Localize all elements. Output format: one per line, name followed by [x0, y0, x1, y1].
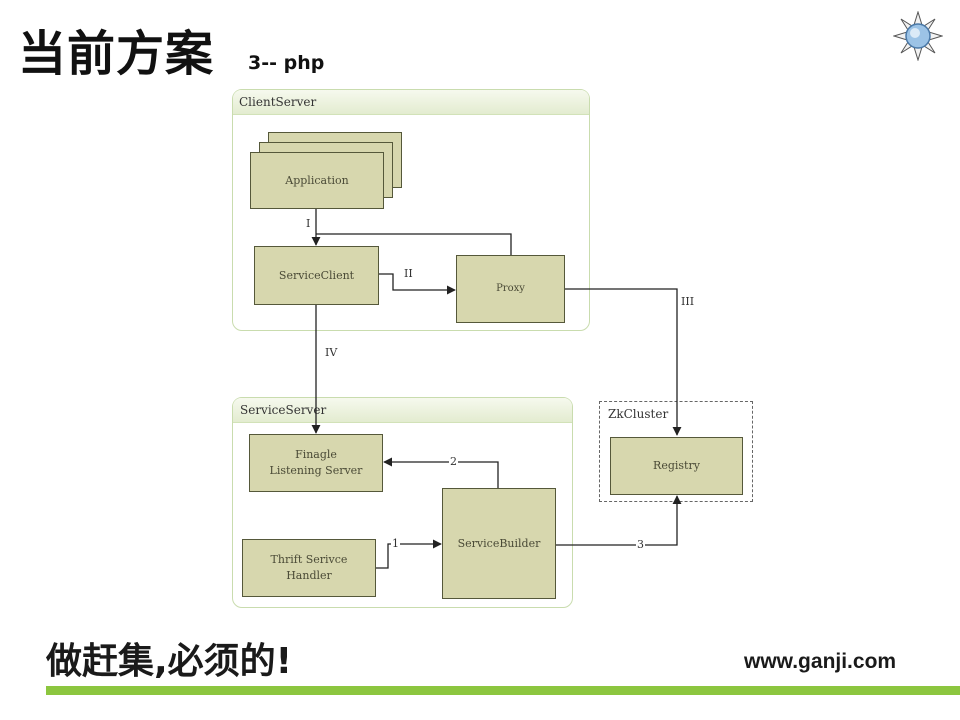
service-client-node: ServiceClient [254, 246, 379, 305]
edge-label-iv: IV [324, 346, 339, 359]
service-builder-node: ServiceBuilder [442, 488, 556, 599]
client-server-label: ClientServer [239, 95, 317, 109]
zk-cluster-label: ZkCluster [608, 407, 669, 421]
finagle-label-line2: Listening Server [269, 464, 363, 477]
thrift-label-line2: Handler [286, 569, 332, 582]
service-builder-label: ServiceBuilder [457, 536, 541, 550]
sun-logo-icon [893, 11, 943, 61]
slide-title: 当前方案 [18, 26, 215, 82]
edge-label-i: I [305, 217, 312, 230]
proxy-node: Proxy [456, 255, 565, 323]
service-server-label: ServiceServer [240, 403, 327, 417]
edge-label-ii: II [403, 267, 414, 280]
registry-label: Registry [653, 459, 700, 472]
footer-slogan: 做赶集,必须的! [46, 641, 293, 682]
thrift-handler-node: Thrift Serivce Handler [242, 539, 376, 597]
proxy-label: Proxy [496, 283, 525, 294]
thrift-label-line1: Thrift Serivce [270, 553, 348, 566]
application-label: Application [285, 173, 349, 187]
edge-label-2: 2 [449, 455, 458, 468]
finagle-label-line1: Finagle [295, 448, 337, 461]
finagle-node: Finagle Listening Server [249, 434, 383, 492]
edge-label-1: 1 [391, 537, 400, 550]
footer-url: www.ganji.com [744, 650, 897, 673]
service-client-label: ServiceClient [278, 268, 355, 282]
footer-accent-bar [46, 686, 960, 695]
slide-subtitle: 3-- php [248, 52, 325, 74]
edge-label-3: 3 [636, 538, 645, 551]
edge-label-iii: III [680, 295, 696, 308]
application-node: Application [250, 152, 384, 209]
registry-node: Registry [610, 437, 743, 495]
